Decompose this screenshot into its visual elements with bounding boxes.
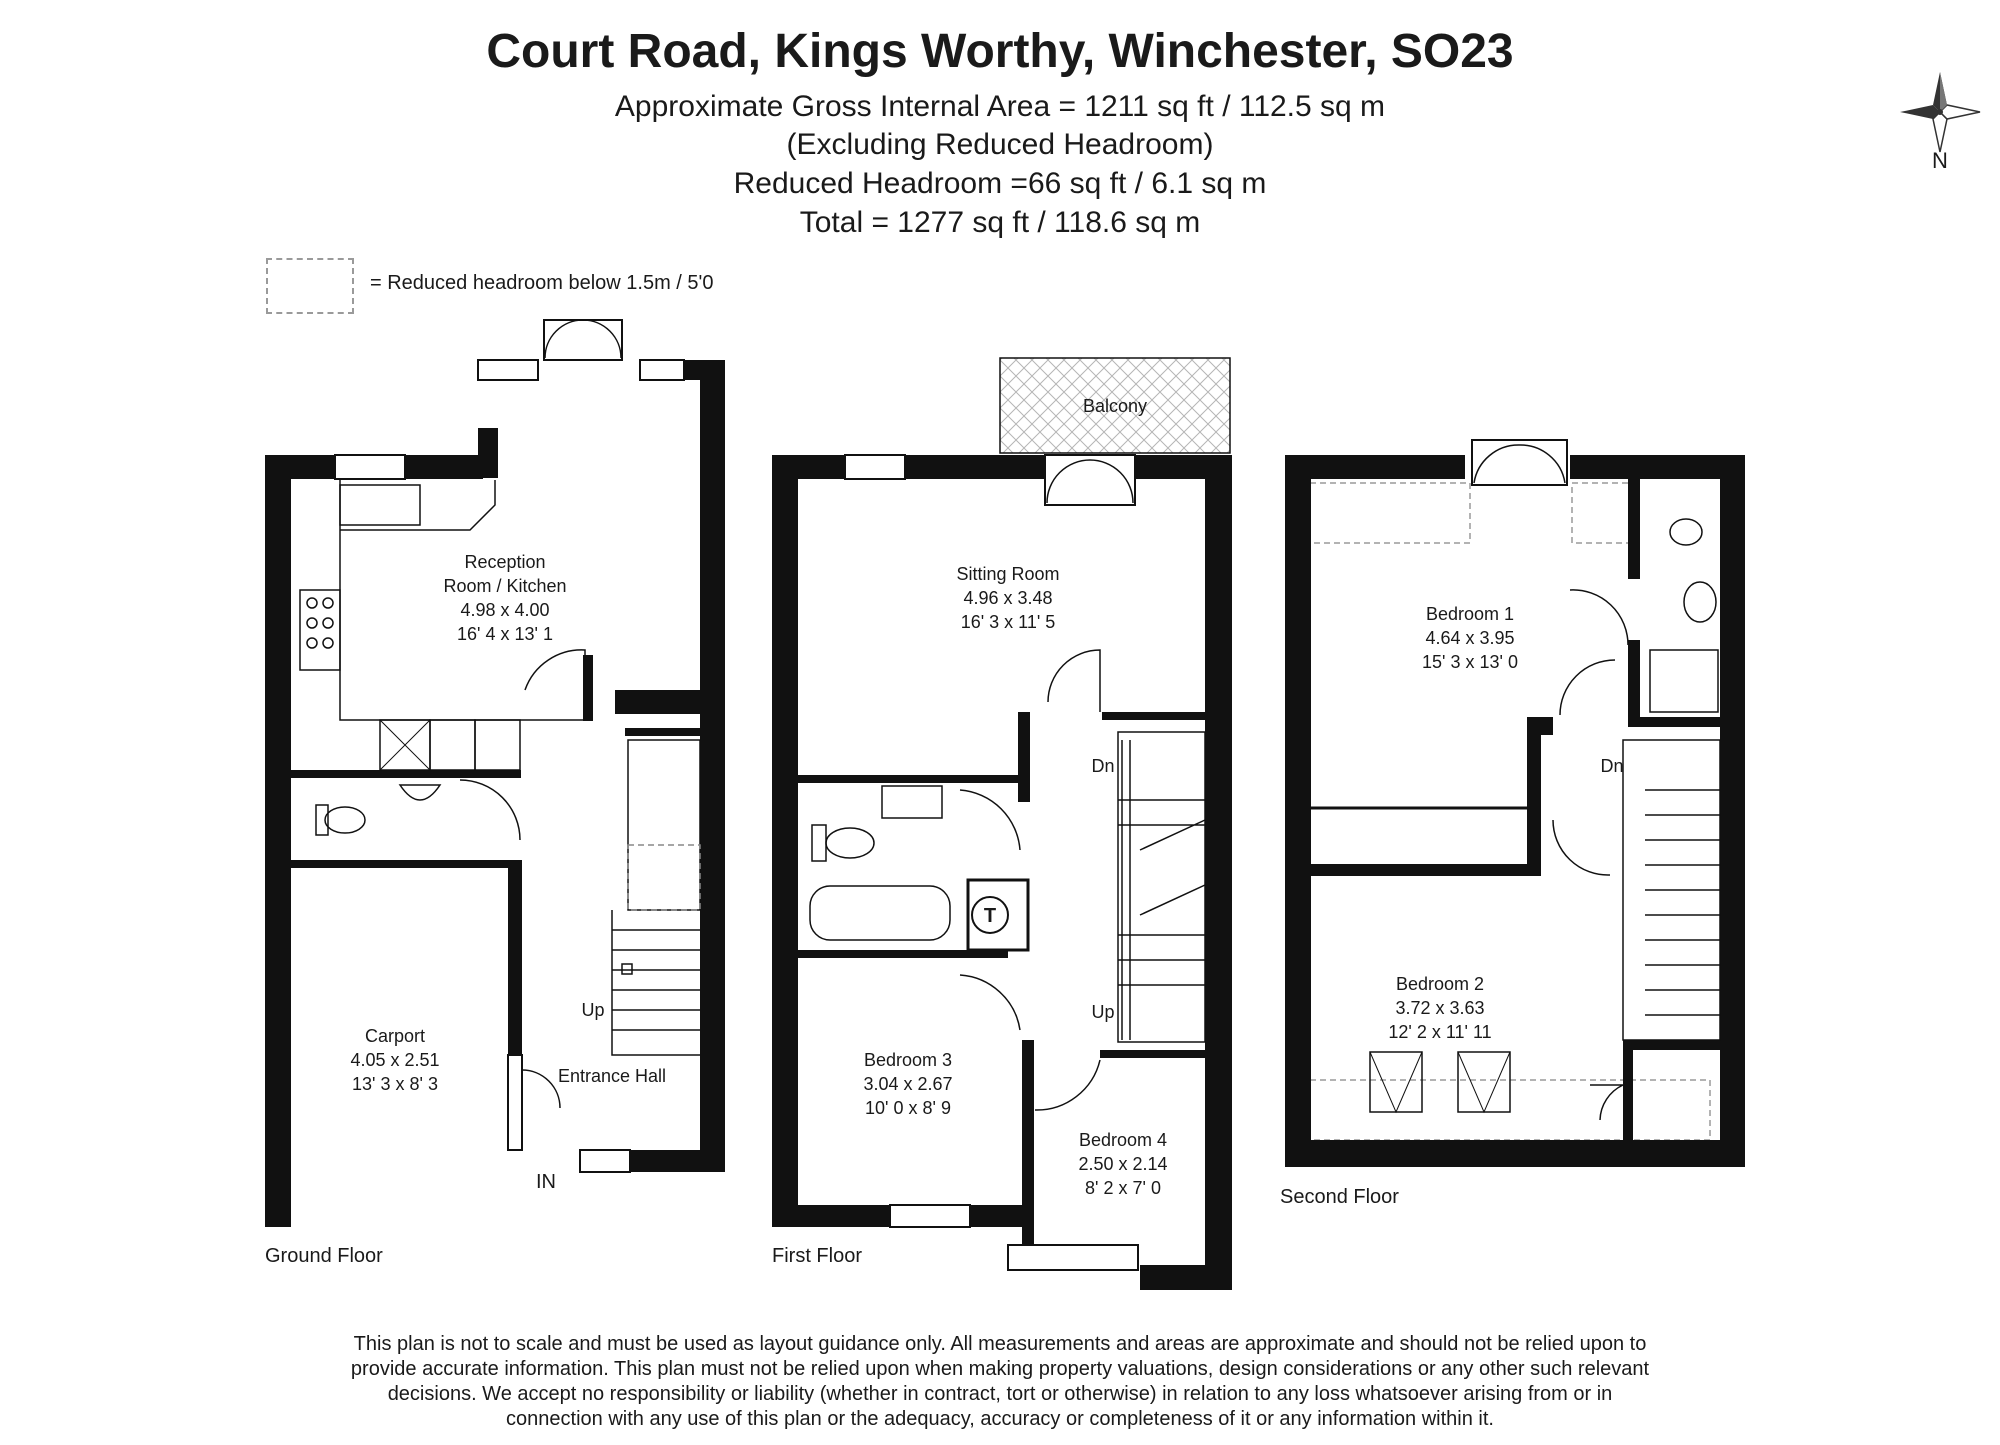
disclaimer-line-1: This plan is not to scale and must be us… xyxy=(353,1333,1647,1355)
gross-area-line: Approximate Gross Internal Area = 1211 s… xyxy=(614,90,1386,123)
total-area-line: Total = 1277 sq ft / 118.6 sq m xyxy=(799,206,1201,239)
balcony-hatch xyxy=(999,357,1231,454)
balcony-name: Balcony xyxy=(1083,396,1147,416)
bedroom4-imperial: 8' 2 x 7' 0 xyxy=(1085,1178,1161,1198)
bedroom1-name: Bedroom 1 xyxy=(1426,604,1514,624)
reception-name-2: Room / Kitchen xyxy=(443,576,566,596)
excluding-line: (Excluding Reduced Headroom) xyxy=(786,128,1214,161)
first-floor-plan xyxy=(772,357,1232,1290)
bedroom2-name: Bedroom 2 xyxy=(1396,974,1484,994)
second-dn-label: Dn xyxy=(1600,756,1623,776)
bedroom2-imperial: 12' 2 x 11' 11 xyxy=(1388,1022,1491,1042)
second-floor-label: Second Floor xyxy=(1280,1186,1399,1208)
entrance-in-label: IN xyxy=(536,1171,556,1193)
disclaimer-line-2: provide accurate information. This plan … xyxy=(350,1358,1650,1380)
reduced-headroom-legend-swatch xyxy=(266,258,354,314)
ground-up-label: Up xyxy=(581,1000,604,1020)
reception-name-1: Reception xyxy=(464,552,545,572)
ground-floor-plan xyxy=(265,319,725,1227)
reception-imperial: 16' 4 x 13' 1 xyxy=(457,624,553,644)
disclaimer: This plan is not to scale and must be us… xyxy=(260,1332,1740,1432)
sitting-room-name: Sitting Room xyxy=(956,564,1059,584)
bedroom2-metric: 3.72 x 3.63 xyxy=(1395,998,1484,1018)
sitting-room-imperial: 16' 3 x 11' 5 xyxy=(961,612,1056,632)
first-up-label: Up xyxy=(1091,1002,1114,1022)
sitting-room-metric: 4.96 x 3.48 xyxy=(963,588,1052,608)
reduced-headroom-legend-text: = Reduced headroom below 1.5m / 5'0 xyxy=(370,272,714,294)
compass-north-label: N xyxy=(1932,148,1948,173)
reduced-headroom-line: Reduced Headroom =66 sq ft / 6.1 sq m xyxy=(733,167,1267,200)
bedroom4-name: Bedroom 4 xyxy=(1079,1130,1167,1150)
first-floor-label: First Floor xyxy=(772,1245,862,1267)
property-title: Court Road, Kings Worthy, Winchester, SO… xyxy=(486,25,1514,78)
ground-floor-label: Ground Floor xyxy=(265,1245,383,1267)
disclaimer-line-4: connection with any use of this plan or … xyxy=(506,1408,1494,1430)
bedroom1-metric: 4.64 x 3.95 xyxy=(1425,628,1514,648)
compass-rose-icon xyxy=(1900,72,1981,153)
bedroom3-metric: 3.04 x 2.67 xyxy=(863,1074,952,1094)
bedroom1-imperial: 15' 3 x 13' 0 xyxy=(1422,652,1518,672)
carport-imperial: 13' 3 x 8' 3 xyxy=(352,1074,438,1094)
carport-metric: 4.05 x 2.51 xyxy=(350,1050,439,1070)
bedroom3-name: Bedroom 3 xyxy=(864,1050,952,1070)
disclaimer-line-3: decisions. We accept no responsibility o… xyxy=(387,1383,1613,1405)
second-floor-plan xyxy=(1285,439,1745,1167)
first-dn-label: Dn xyxy=(1091,756,1114,776)
tank-label: T xyxy=(984,905,996,927)
carport-name: Carport xyxy=(365,1026,425,1046)
entrance-hall-name: Entrance Hall xyxy=(558,1066,666,1086)
bedroom4-metric: 2.50 x 2.14 xyxy=(1078,1154,1167,1174)
bedroom3-imperial: 10' 0 x 8' 9 xyxy=(865,1098,951,1118)
reception-metric: 4.98 x 4.00 xyxy=(460,600,549,620)
